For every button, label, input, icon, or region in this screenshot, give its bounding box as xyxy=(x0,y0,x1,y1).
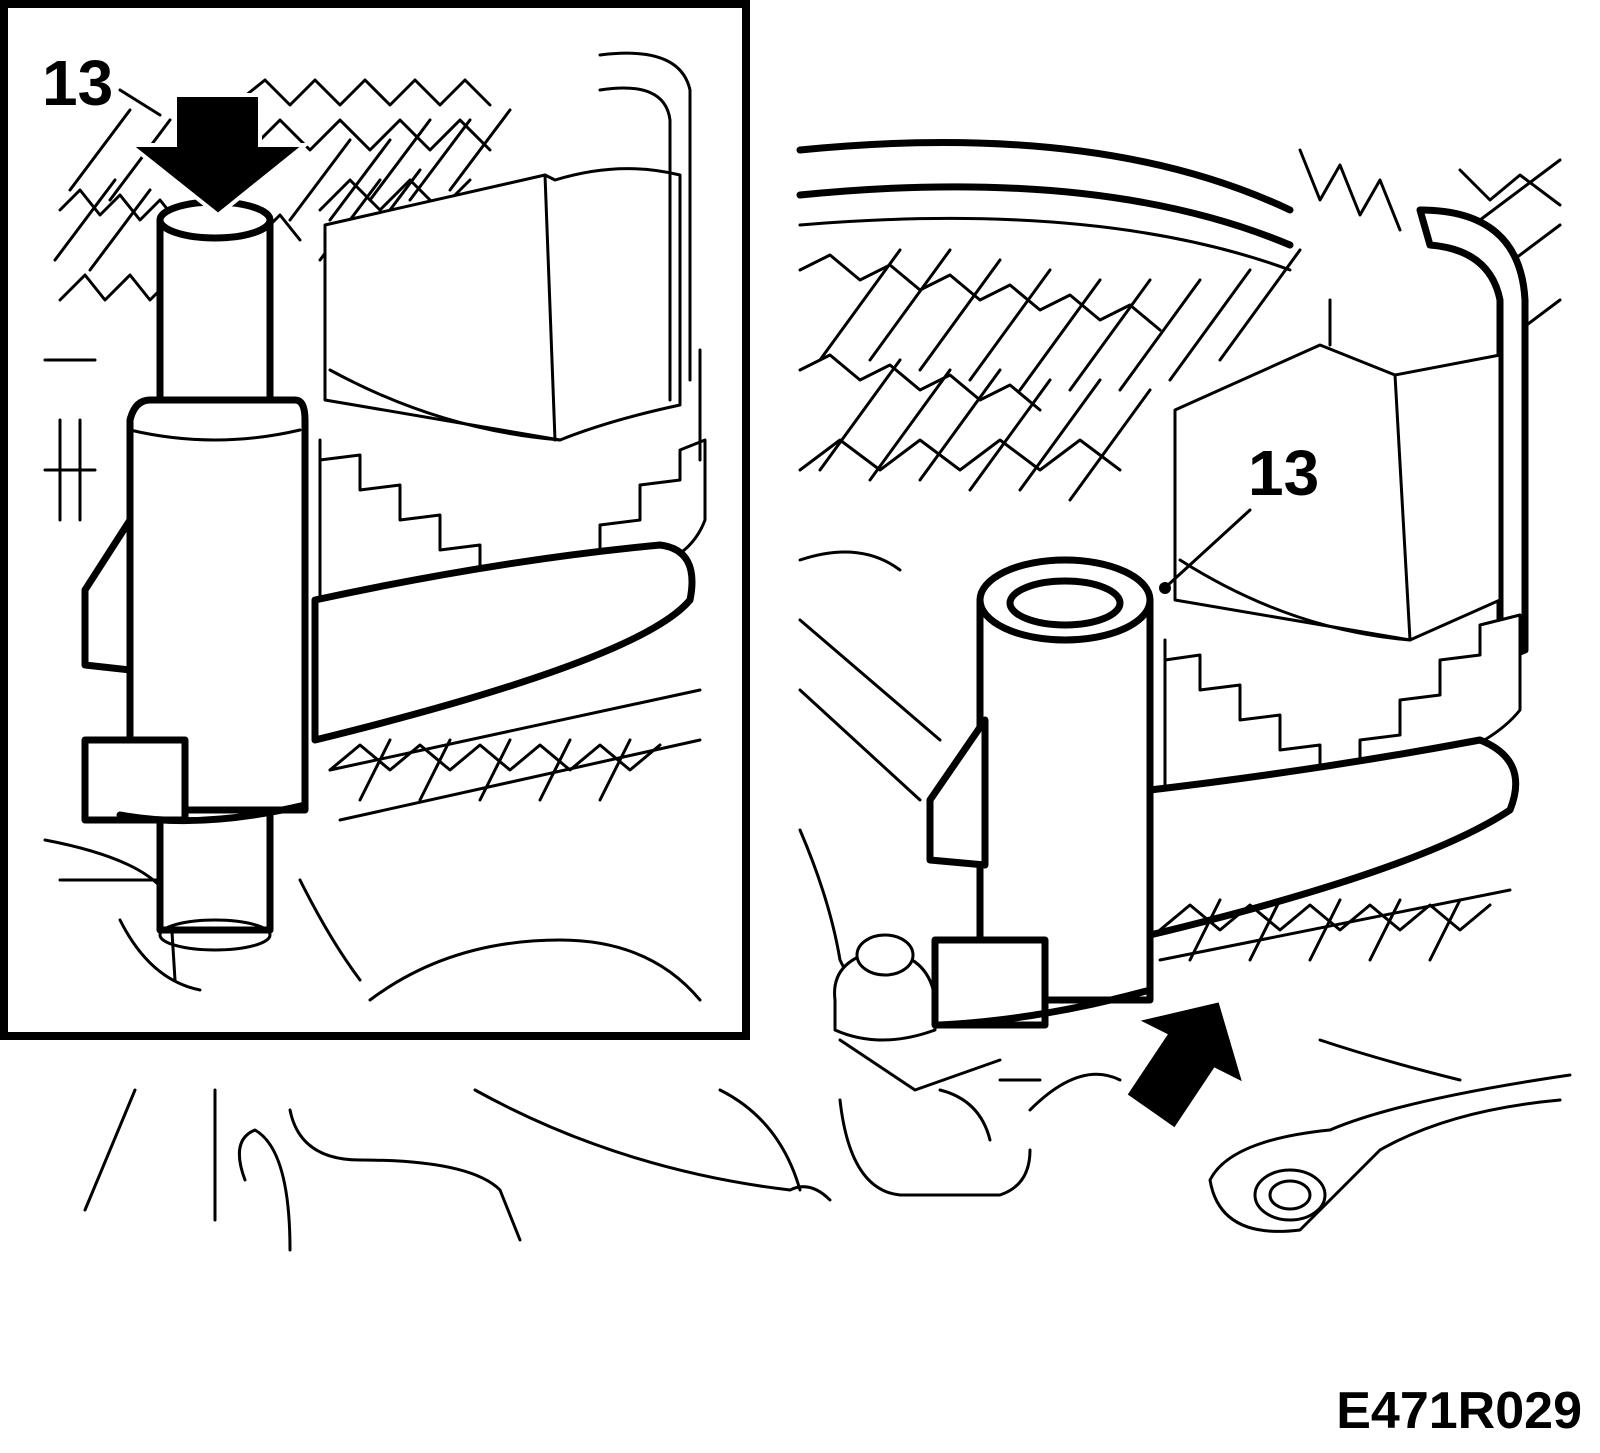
main-callout-number: 13 xyxy=(1248,437,1319,509)
inset-shift-finger xyxy=(81,396,309,825)
main-gear-teeth xyxy=(798,148,1562,502)
main-mounting-bolt xyxy=(833,933,1002,1092)
main-callout-leader xyxy=(1166,508,1252,587)
inset-arrow-icon xyxy=(124,93,311,218)
main-shift-fork-body xyxy=(1173,206,1529,664)
inset-lower-gear-teeth xyxy=(328,738,662,802)
main-assembly-view: 13 xyxy=(796,139,1572,1233)
figure-code-label: E471R029 xyxy=(1336,1382,1582,1440)
main-selector-sleeve xyxy=(926,556,1154,1029)
inset-shift-fork-body xyxy=(323,51,692,442)
main-arrow-icon xyxy=(1122,997,1249,1133)
inset-detail-view: 13 xyxy=(0,0,750,1040)
main-outer-ring xyxy=(796,139,1294,272)
inset-fork-arm xyxy=(311,541,702,822)
main-lower-gear-teeth xyxy=(1158,898,1492,962)
main-housing-lines xyxy=(798,550,1572,1233)
lower-housing-outline xyxy=(83,1088,1032,1252)
inset-callout-leader xyxy=(118,88,162,117)
main-callout-dot xyxy=(1159,582,1171,594)
inset-callout-number: 13 xyxy=(42,47,113,119)
